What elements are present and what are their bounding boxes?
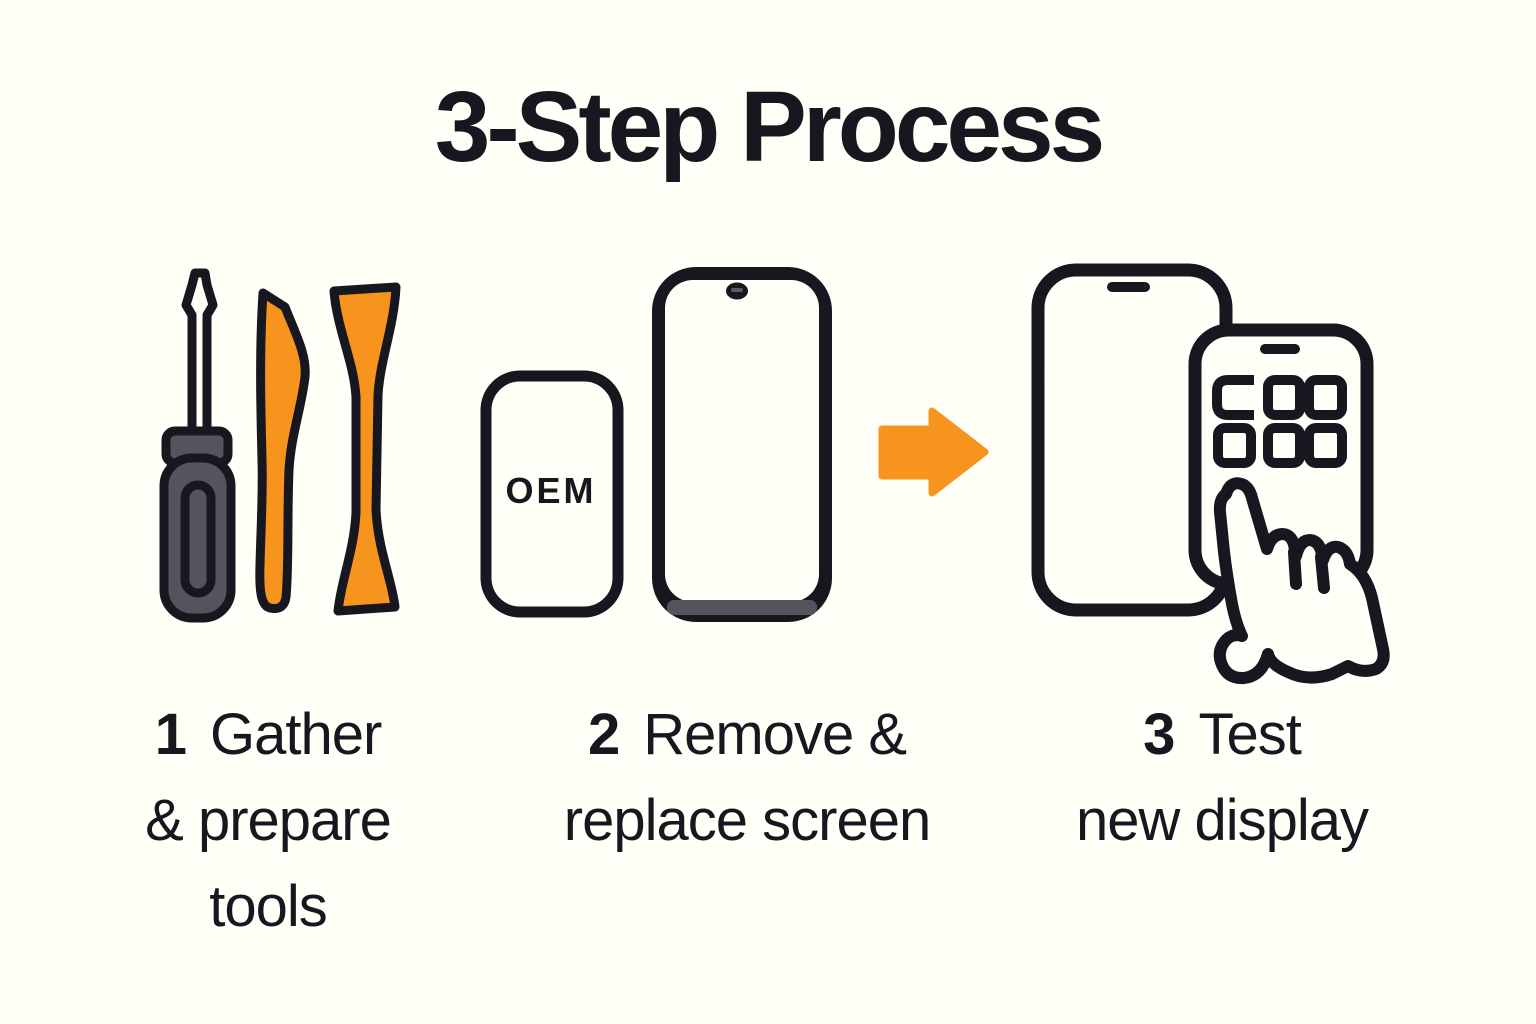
app-grid-icon [1212, 375, 1347, 468]
oem-screen-and-phone-icon: OEM [480, 267, 832, 622]
tools-icon-group [150, 265, 420, 630]
step-3-caption-line-2: new display [1075, 788, 1369, 853]
spudger-curved-icon [255, 288, 310, 613]
replace-screen-icon-group: OEM [480, 258, 850, 630]
oem-label: OEM [505, 470, 596, 511]
screwdriver-grip-slot-icon [180, 480, 216, 598]
phone-touch-test-icon [1031, 263, 1390, 685]
pry-tool-flat-icon [329, 282, 401, 616]
step-2-number: 2 [587, 702, 620, 767]
tools-icon [159, 268, 401, 623]
step-3-number: 3 [1143, 702, 1175, 767]
step-2-caption-line-2: replace screen [563, 788, 931, 853]
oem-screen-icon [480, 370, 624, 618]
page-title: 3-Step Process [434, 71, 1106, 183]
phone-screen-icon [665, 280, 819, 602]
arrow-icon-group [876, 388, 991, 506]
right-arrow-icon [878, 407, 989, 497]
step-1-caption-line-3: tools [209, 874, 328, 939]
step-1-caption-line-2: & prepare [145, 788, 392, 853]
phone-frame-strip-icon [667, 600, 817, 615]
test-display-icon-group [1030, 252, 1395, 697]
step-1-number: 1 [154, 702, 187, 767]
finger-separation-lines-icon [1288, 546, 1330, 594]
screwdriver-shaft-icon [181, 268, 218, 437]
